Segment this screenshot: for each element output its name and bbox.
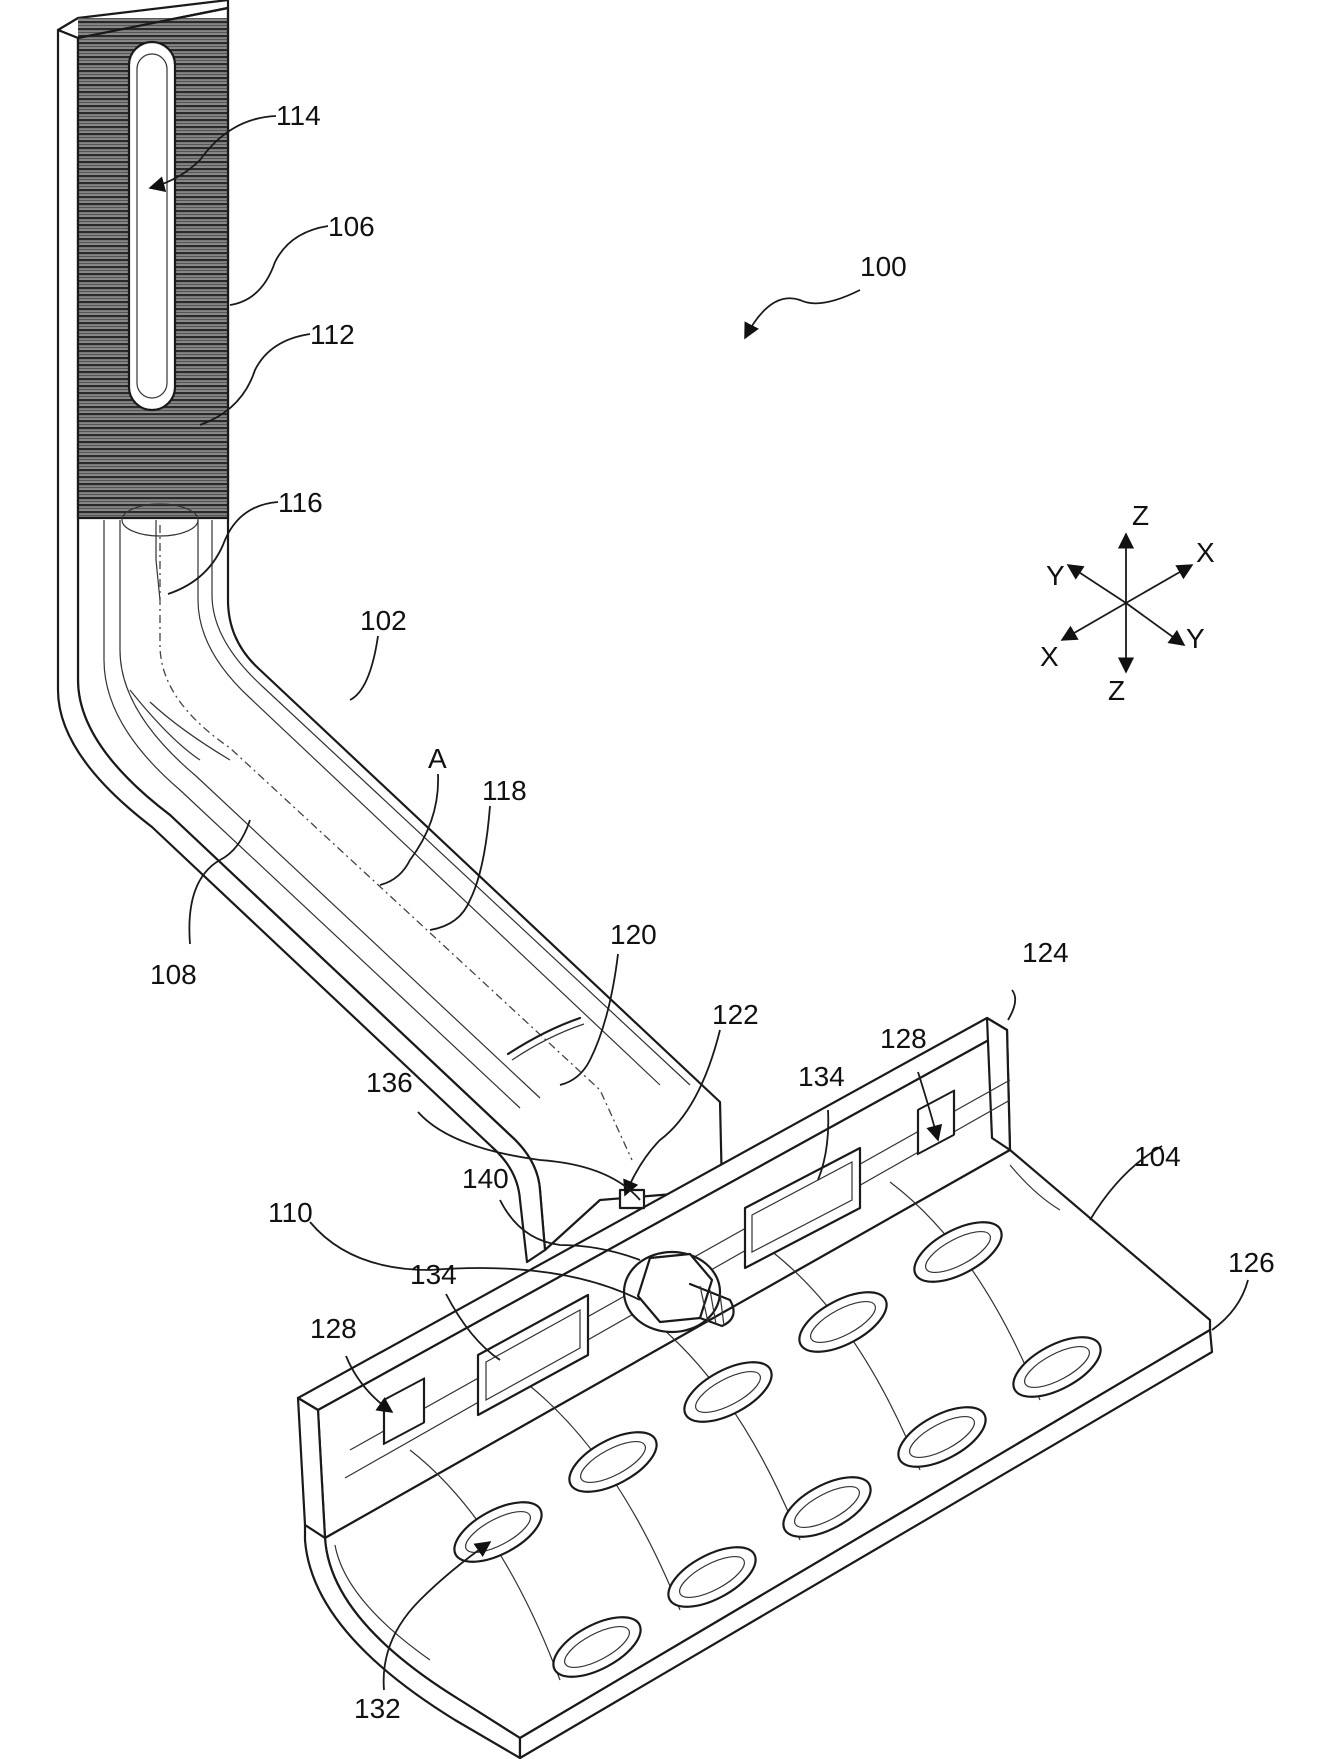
label-114: 114 [276, 100, 321, 131]
leader-100 [745, 290, 860, 338]
label-100: 100 [860, 251, 907, 282]
axis-triad: Z Z X X Y Y [1040, 500, 1215, 706]
y-right-arrow [1126, 603, 1184, 645]
label-118: 118 [482, 775, 527, 806]
label-134-left: 134 [410, 1259, 457, 1290]
x-right-arrow [1126, 565, 1192, 603]
leader-106 [230, 226, 328, 305]
base-plate [298, 1018, 1212, 1758]
label-134-right: 134 [798, 1061, 845, 1092]
label-110: 110 [268, 1197, 313, 1228]
axis-y-left: Y [1046, 560, 1065, 591]
axis-y-right: Y [1186, 623, 1205, 654]
label-136: 136 [366, 1067, 413, 1098]
label-128-left: 128 [310, 1313, 357, 1344]
label-120: 120 [610, 919, 657, 950]
label-124: 124 [1022, 937, 1069, 968]
label-A: A [428, 743, 447, 774]
leader-102 [350, 636, 378, 700]
label-106: 106 [328, 211, 375, 242]
label-132: 132 [354, 1693, 401, 1724]
leader-126 [1212, 1280, 1248, 1330]
label-140: 140 [462, 1163, 509, 1194]
label-112: 112 [310, 319, 355, 350]
label-116: 116 [278, 487, 323, 518]
label-128-right: 128 [880, 1023, 927, 1054]
y-left-arrow [1068, 565, 1126, 603]
axis-z-top: Z [1132, 500, 1149, 531]
leader-124 [1008, 990, 1015, 1020]
slot-114 [129, 42, 175, 410]
label-108: 108 [150, 959, 197, 990]
label-104: 104 [1134, 1141, 1181, 1172]
x-left-arrow [1062, 603, 1126, 640]
label-102: 102 [360, 605, 407, 636]
axis-x-left: X [1040, 641, 1059, 672]
axis-z-bottom: Z [1108, 675, 1125, 706]
label-126: 126 [1228, 1247, 1275, 1278]
axis-x-right: X [1196, 537, 1215, 568]
label-122: 122 [712, 999, 759, 1030]
